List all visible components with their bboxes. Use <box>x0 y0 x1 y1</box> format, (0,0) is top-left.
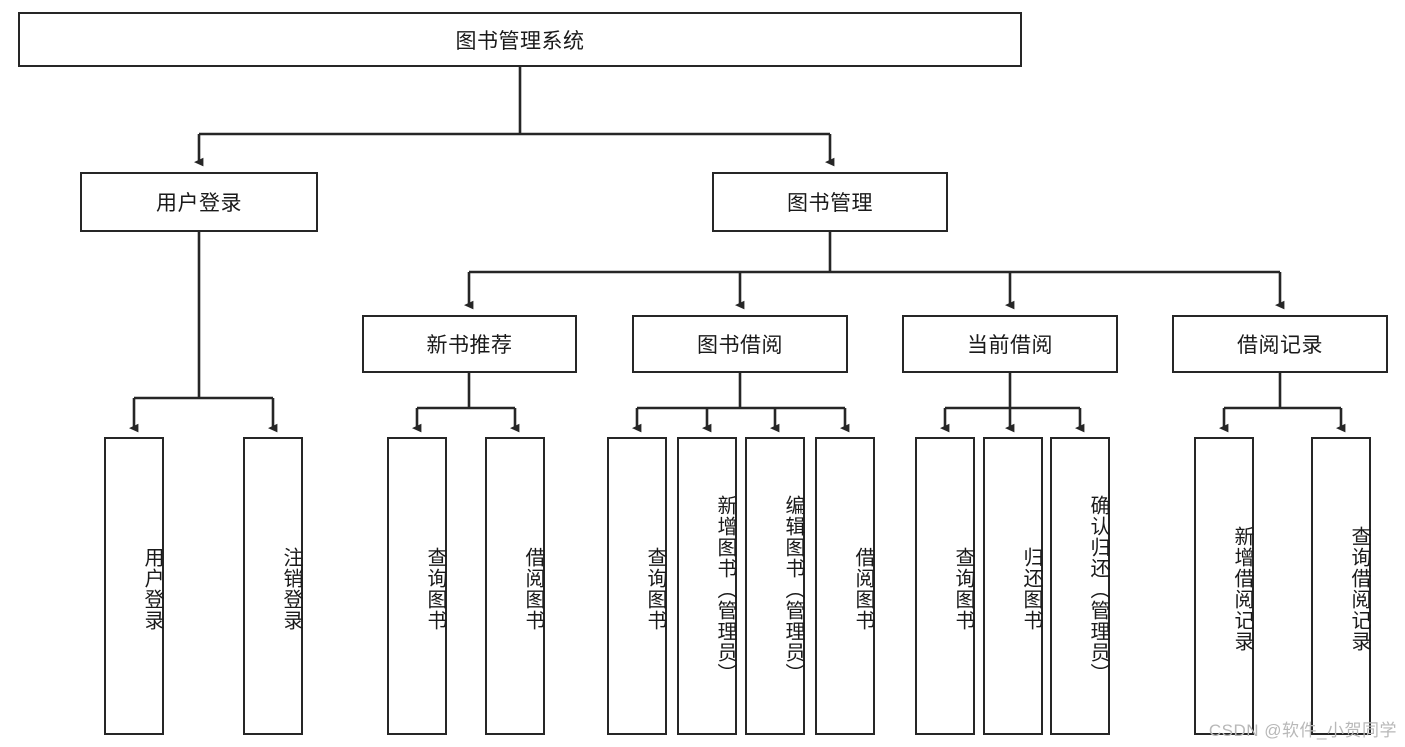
node-book-borrow[interactable]: 图书借阅 <box>632 315 848 373</box>
node-label: 确认归还（管理员） <box>1087 494 1109 684</box>
node-label: 新书推荐 <box>426 334 513 357</box>
leaf-query-books-current[interactable]: 查询图书 <box>915 437 975 735</box>
leaf-user-login[interactable]: 用户登录 <box>104 437 164 735</box>
node-label: 注销登录 <box>280 547 302 631</box>
node-label: 查询借阅记录 <box>1348 526 1370 652</box>
node-borrow-records[interactable]: 借阅记录 <box>1172 315 1388 373</box>
node-label: 当前借阅 <box>967 334 1053 357</box>
leaf-query-books-borrow[interactable]: 查询图书 <box>607 437 667 735</box>
leaf-return-books[interactable]: 归还图书 <box>983 437 1043 735</box>
node-label: 图书管理 <box>787 192 873 215</box>
leaf-borrow-books-new[interactable]: 借阅图书 <box>485 437 545 735</box>
leaf-borrow-books[interactable]: 借阅图书 <box>815 437 875 735</box>
node-label: 新增图书（管理员） <box>714 494 736 684</box>
node-root-library-system[interactable]: 图书管理系统 <box>18 12 1022 67</box>
node-current-borrow[interactable]: 当前借阅 <box>902 315 1118 373</box>
leaf-confirm-return-admin[interactable]: 确认归还（管理员） <box>1050 437 1110 735</box>
leaf-logout[interactable]: 注销登录 <box>243 437 303 735</box>
leaf-edit-book-admin[interactable]: 编辑图书（管理员） <box>745 437 805 735</box>
node-label: 图书借阅 <box>697 334 783 357</box>
node-label: 借阅图书 <box>852 547 874 631</box>
node-label: 图书管理系统 <box>455 29 585 53</box>
node-label: 用户登录 <box>156 192 242 215</box>
node-new-book-recommend[interactable]: 新书推荐 <box>362 315 577 373</box>
leaf-query-borrow-record[interactable]: 查询借阅记录 <box>1311 437 1371 735</box>
node-label: 编辑图书（管理员） <box>782 494 804 684</box>
node-book-management[interactable]: 图书管理 <box>712 172 948 232</box>
node-label: 查询图书 <box>952 547 974 631</box>
node-label: 查询图书 <box>424 547 446 631</box>
leaf-add-borrow-record[interactable]: 新增借阅记录 <box>1194 437 1254 735</box>
node-label: 借阅图书 <box>522 547 544 631</box>
node-label: 归还图书 <box>1020 547 1042 631</box>
node-label: 借阅记录 <box>1237 334 1323 357</box>
node-label: 查询图书 <box>644 547 666 631</box>
leaf-add-book-admin[interactable]: 新增图书（管理员） <box>677 437 737 735</box>
node-label: 用户登录 <box>141 547 163 631</box>
leaf-query-books-new[interactable]: 查询图书 <box>387 437 447 735</box>
node-label: 新增借阅记录 <box>1231 526 1253 652</box>
node-user-login[interactable]: 用户登录 <box>80 172 318 232</box>
